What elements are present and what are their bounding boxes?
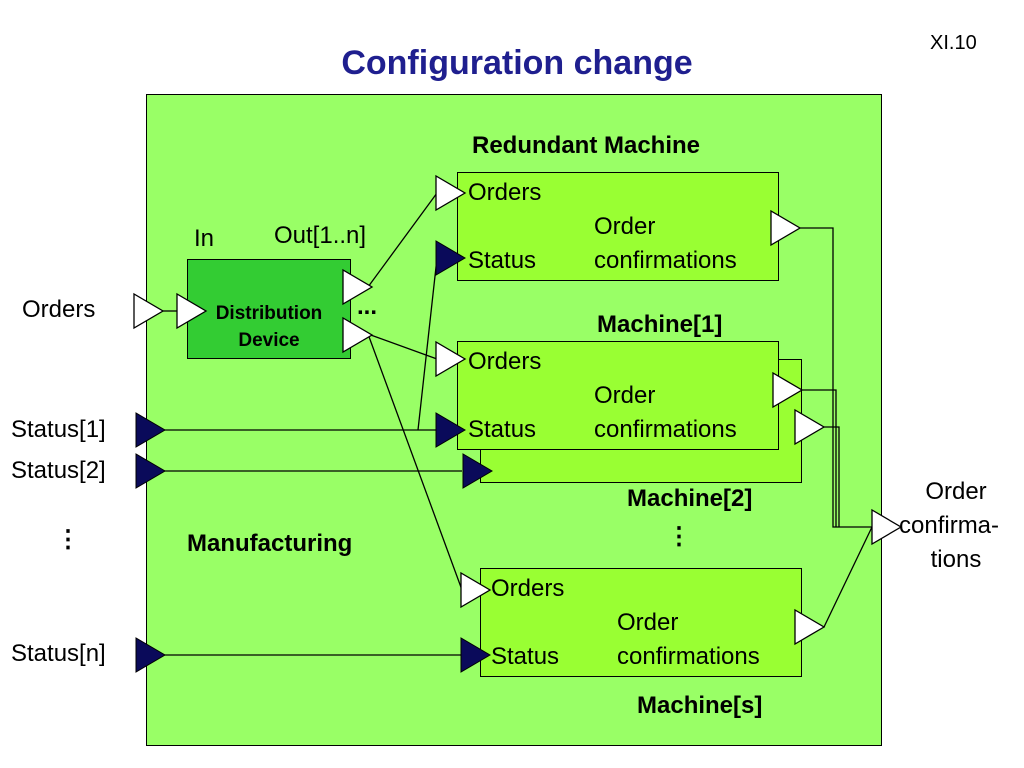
wire-machine2-confirm [824,426,840,527]
machine-1-box [457,341,779,450]
status-vdots: ⋮ [56,526,80,553]
machine-s-title: Machine[s] [637,692,763,719]
machines-status-label: Status [491,643,560,670]
redundant-machine-title: Redundant Machine [472,132,701,159]
redundant-confirm-line1: Order [594,213,656,240]
status-2-port [135,453,166,489]
machine1-confirm-line2: confirmations [594,416,737,443]
distribution-out-port-n [342,316,374,354]
wire-outn-machines-orders [367,333,463,591]
wire-status1-redundant [417,257,438,431]
distribution-out-port-1 [342,268,374,306]
distribution-in-port [176,292,208,330]
orders-input-port [133,292,165,330]
manufacturing-label: Manufacturing [187,530,353,557]
redundant-orders-label: Orders [468,179,542,206]
wire-machine1-confirm [802,389,837,527]
machine-s-box [480,568,802,677]
status-n-port [135,637,166,673]
wire-out1-redundant-orders [367,192,438,288]
machine-2-title: Machine[2] [627,485,753,512]
status-n-label: Status[n] [11,640,106,667]
machines-confirm-line2: confirmations [617,643,760,670]
machine1-confirm-line1: Order [594,382,656,409]
machine2-confirm-port [794,408,826,446]
connection-lines [163,192,873,656]
machine1-confirm-port [772,371,804,409]
wire-out1-machine1-orders [367,333,438,360]
distribution-device-label: Distribution Device [215,303,323,351]
redundant-status-label: Status [468,247,537,274]
distribution-out-label: Out[1..n] [274,222,367,249]
slide-number: XI.10 [930,32,977,54]
machine1-orders-port [435,340,467,378]
output-label-line3: tions [930,546,982,573]
redundant-status-port [435,240,466,276]
machines-vdots: ⋮ [667,523,691,550]
distribution-device-box [187,259,351,359]
status-1-port [135,412,166,448]
machine1-status-label: Status [468,416,537,443]
output-label-line1: Order [925,478,987,505]
machines-status-port [460,637,491,673]
machine-1-title: Machine[1] [597,311,723,338]
redundant-orders-port [435,174,467,212]
wire-machines-confirm [823,526,873,628]
redundant-confirm-port [770,209,802,247]
machine2-status-port [462,453,493,489]
output-label-line2: confirma- [899,512,1000,539]
status-1-label: Status[1] [11,416,106,443]
redundant-confirm-line2: confirmations [594,247,737,274]
machines-confirm-line1: Order [617,609,679,636]
machine1-status-port [435,412,466,448]
order-confirmations-output-port [871,508,903,546]
machine1-orders-label: Orders [468,348,542,375]
page-title: Configuration change [341,44,693,82]
machines-orders-label: Orders [491,575,565,602]
distribution-out-ellipsis: ... [357,293,378,320]
status-2-label: Status[2] [11,457,106,484]
orders-input-label: Orders [22,296,96,323]
wire-redundant-confirm [800,227,872,528]
distribution-in-label: In [194,225,215,252]
machines-orders-port [460,571,492,609]
machines-confirm-port [794,608,826,646]
